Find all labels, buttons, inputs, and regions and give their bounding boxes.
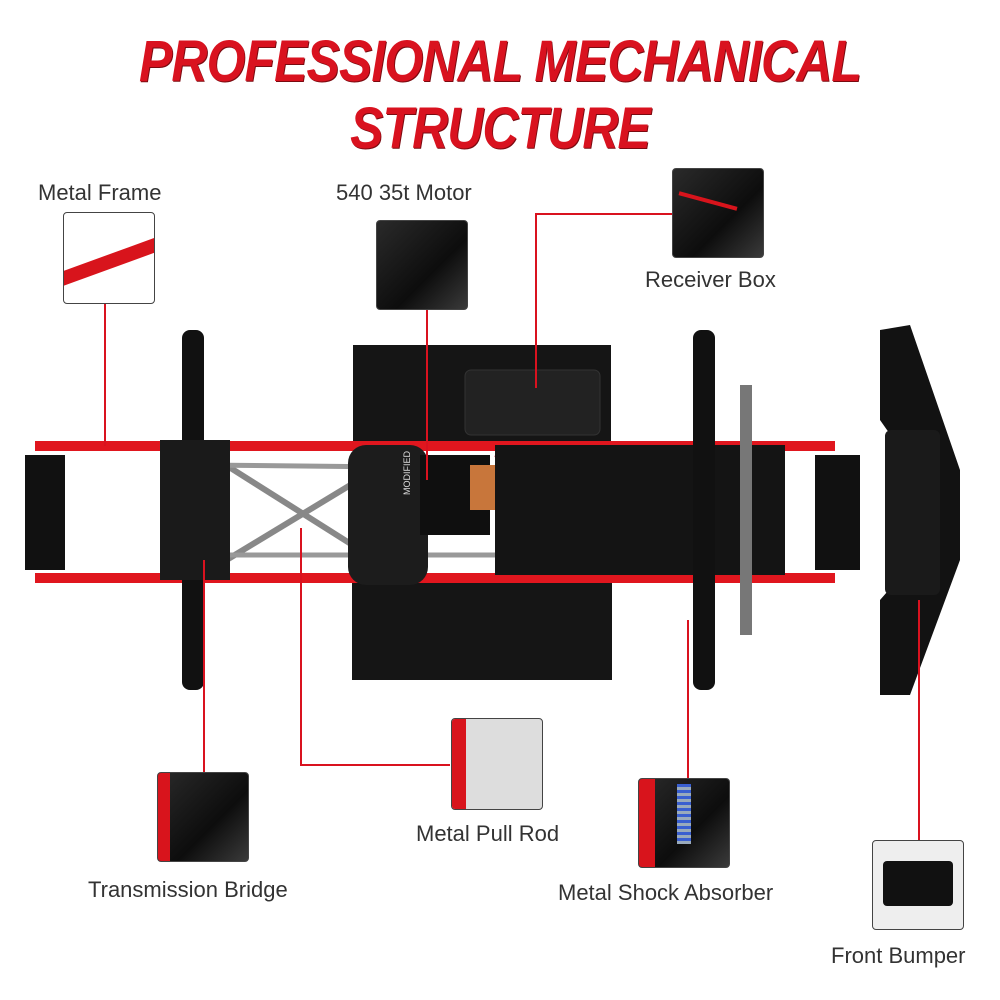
frame-rail-bottom bbox=[35, 573, 835, 583]
front-mount bbox=[815, 455, 860, 570]
shock-thumbnail bbox=[638, 778, 730, 868]
motor-pinion bbox=[470, 465, 495, 510]
pull-rod-line-h bbox=[300, 764, 450, 766]
rear-mount bbox=[25, 455, 65, 570]
receiver-line-v bbox=[535, 213, 537, 388]
lower-skid-plate bbox=[352, 580, 612, 680]
receiver-box-label: Receiver Box bbox=[645, 267, 776, 292]
transmission-bridge-label: Transmission Bridge bbox=[88, 877, 288, 902]
receiver-box bbox=[464, 369, 601, 436]
motor-label: MODIFIED bbox=[402, 451, 412, 495]
receiver-box-thumbnail bbox=[672, 168, 764, 258]
bumper-line bbox=[918, 600, 920, 840]
front-bumper-thumbnail bbox=[872, 840, 964, 930]
page-title: PROFESSIONAL MECHANICAL STRUCTURE bbox=[139, 29, 862, 161]
receiver-line-h bbox=[535, 213, 672, 215]
transmission-line bbox=[203, 560, 205, 772]
pull-rod-thumbnail bbox=[451, 718, 543, 810]
frame-rail-top bbox=[35, 441, 835, 451]
metal-frame-label: Metal Frame bbox=[38, 180, 162, 205]
shock-line bbox=[687, 620, 689, 778]
front-bumper-label: Front Bumper bbox=[831, 943, 966, 968]
pull-rod-line-v bbox=[300, 528, 302, 765]
transmission-thumbnail bbox=[157, 772, 249, 862]
metal-frame-thumbnail bbox=[63, 212, 155, 304]
pull-rod-label: Metal Pull Rod bbox=[416, 821, 560, 846]
metal-frame-line bbox=[104, 300, 106, 446]
center-plate bbox=[495, 445, 785, 575]
shock-absorber-label: Metal Shock Absorber bbox=[558, 880, 774, 905]
motor-line bbox=[426, 305, 428, 480]
transmission bbox=[348, 445, 428, 585]
rear-differential bbox=[160, 440, 230, 580]
motor-label: 540 35t Motor bbox=[336, 180, 472, 205]
motor-thumbnail bbox=[376, 220, 468, 310]
front-axle bbox=[693, 330, 715, 690]
steering-link bbox=[740, 385, 752, 635]
